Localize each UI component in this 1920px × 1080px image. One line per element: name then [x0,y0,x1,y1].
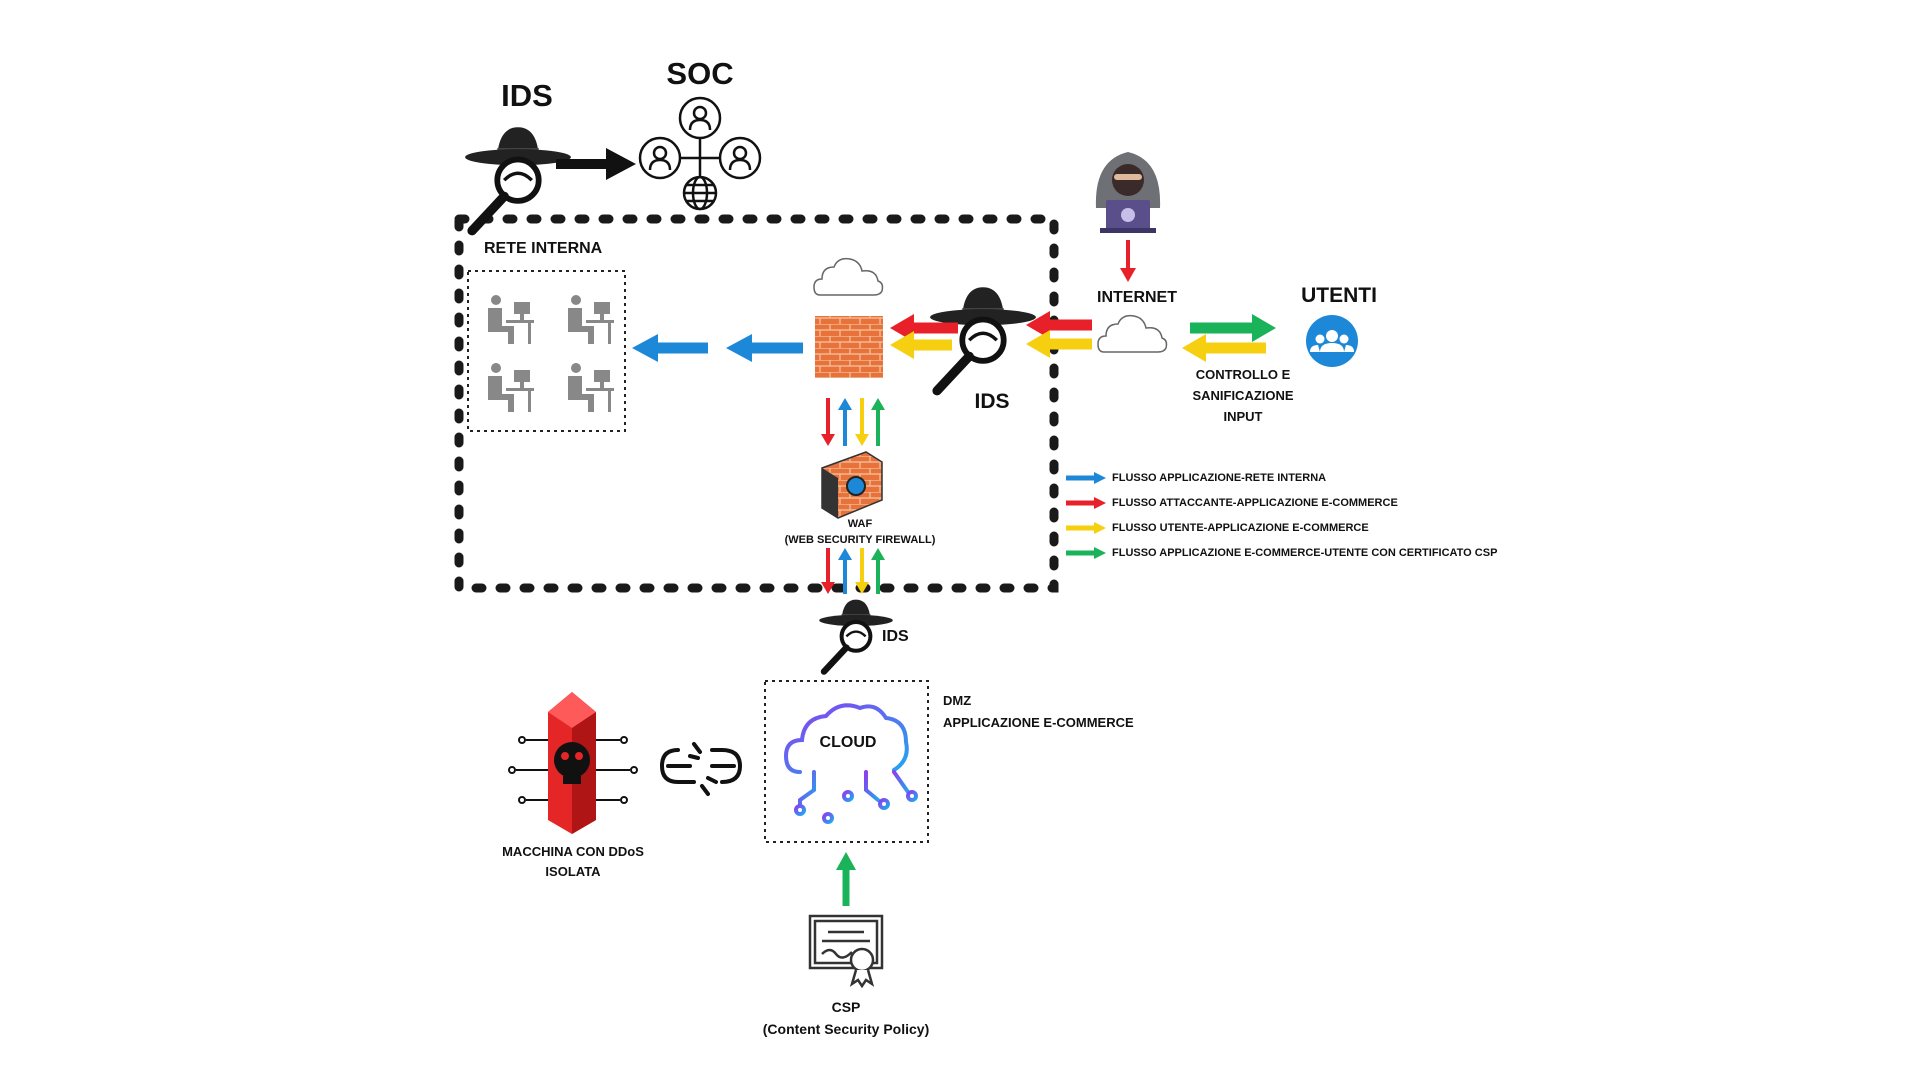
macchina-label: MACCHINA CON DDoS ISOLATA [502,842,644,882]
controllo-label: CONTROLLO E SANIFICAZIONE INPUT [1192,364,1293,427]
workstation-icon [488,363,534,412]
certificate-icon [808,914,884,989]
internet-label: INTERNET [1097,289,1177,306]
soc-team-icon [638,96,762,211]
utenti-label: UTENTI [1301,284,1377,307]
internet-ids-arrows [1026,311,1092,358]
legend-text: FLUSSO ATTACCANTE-APPLICAZIONE E-COMMERC… [1112,497,1398,509]
rete-interna-box [467,270,626,432]
csp-label: CSP (Content Security Policy) [763,996,929,1040]
internal-flow-arrows [632,334,803,362]
waf-line-2: (WEB SECURITY FIREWALL) [784,534,936,546]
ids-mid-label: IDS [974,390,1010,413]
csp-line-1: CSP [831,999,861,1015]
firewall-icon [815,316,883,378]
workstation-icon [568,295,614,344]
macchina-line-1: MACCHINA CON DDoS [502,844,644,859]
legend-item-red: FLUSSO ATTACCANTE-APPLICAZIONE E-COMMERC… [1066,493,1398,513]
internal-network-border [454,214,1059,593]
user-internet-arrows [1182,314,1276,362]
attacker-arrow [1120,240,1136,282]
controllo-line-2: SANIFICAZIONE [1192,388,1294,403]
legend-arrow-icon [1066,547,1106,559]
waf-line-1: WAF [847,518,873,530]
dmz-label: DMZ APPLICAZIONE E-COMMERCE [943,690,1134,734]
legend-arrow-icon [1066,522,1106,534]
legend-arrow-icon [1066,472,1106,484]
csp-line-2: (Content Security Policy) [762,1021,930,1037]
controllo-line-3: INPUT [1223,409,1263,424]
waf-ids-arrows [821,548,885,594]
workstation-icon [488,295,534,344]
legend-item-green: FLUSSO APPLICAZIONE E-COMMERCE-UTENTE CO… [1066,543,1497,563]
ids-bottom-label: IDS [882,628,909,645]
workstation-icon [568,363,614,412]
controllo-line-1: CONTROLLO E [1195,367,1291,382]
users-icon [1306,315,1358,367]
ids-firewall-arrows [890,314,958,359]
legend-item-yellow: FLUSSO UTENTE-APPLICAZIONE E-COMMERCE [1066,518,1369,538]
dmz-line-2: APPLICAZIONE E-COMMERCE [943,715,1134,730]
legend-text: FLUSSO APPLICAZIONE E-COMMERCE-UTENTE CO… [1112,547,1498,559]
cloud-icon [813,257,884,296]
dmz-box [764,680,929,843]
waf-icon [821,451,883,519]
hacker-icon [1095,152,1161,233]
cloud-label: CLOUD [819,734,877,751]
waf-label: WAF (WEB SECURITY FIREWALL) [785,516,936,548]
legend-item-blue: FLUSSO APPLICAZIONE-RETE INTERNA [1066,468,1326,488]
soc-label: SOC [666,56,734,91]
legend-text: FLUSSO APPLICAZIONE-RETE INTERNA [1112,472,1327,484]
ids-to-soc-arrow [556,148,636,180]
csp-arrow [836,852,856,906]
firewall-waf-arrows [821,398,885,446]
rete-interna-label: RETE INTERNA [484,240,603,257]
cloud-icon [1097,314,1168,353]
macchina-line-2: ISOLATA [545,864,601,879]
spy-magnifier-icon [930,287,1036,391]
legend-arrow-icon [1066,497,1106,509]
cloud-network-icon [783,703,918,824]
ddos-server-icon [508,692,638,834]
dmz-line-1: DMZ [943,693,972,708]
ids-top-label: IDS [501,78,553,113]
legend-text: FLUSSO UTENTE-APPLICAZIONE E-COMMERCE [1112,522,1369,534]
broken-link-icon [659,742,743,796]
